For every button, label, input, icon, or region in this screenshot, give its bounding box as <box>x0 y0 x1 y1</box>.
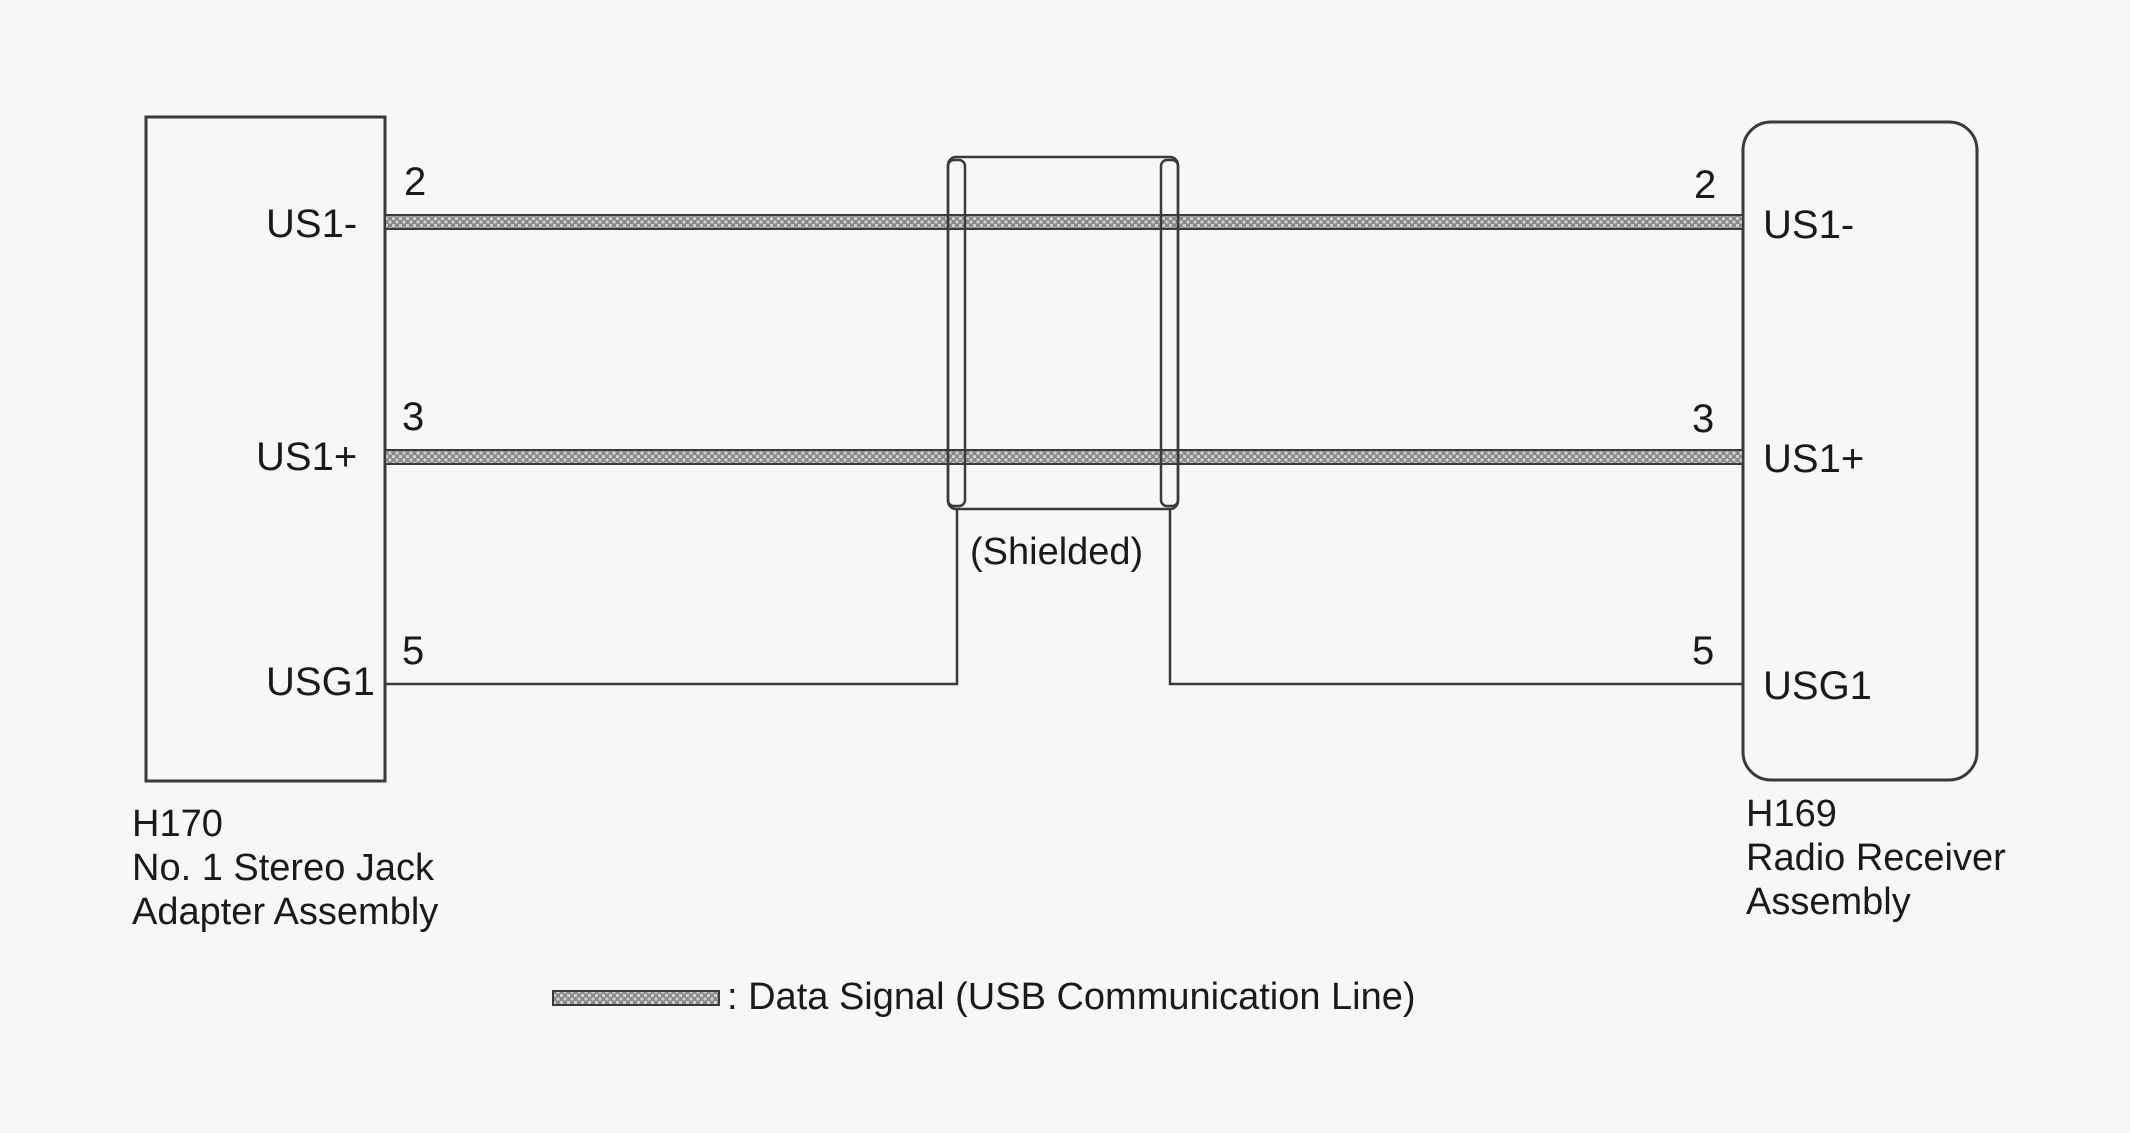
left-connector-name-line2: Adapter Assembly <box>132 891 439 933</box>
legend-swatch <box>552 990 720 1006</box>
right-pin-number-2: 2 <box>1694 163 1717 207</box>
right-signal-us1-minus: US1- <box>1763 203 1855 247</box>
right-connector-code: H169 <box>1746 793 1837 835</box>
wire-us1-plus <box>384 449 1744 465</box>
left-pin-number-3: 3 <box>402 395 425 439</box>
right-signal-us1-plus: US1+ <box>1763 437 1865 481</box>
left-pin-number-2: 2 <box>404 160 427 204</box>
right-pin-number-5: 5 <box>1692 629 1715 673</box>
shield-label: (Shielded) <box>970 531 1144 573</box>
left-connector-name-line1: No. 1 Stereo Jack <box>132 847 435 889</box>
wire-us1-minus <box>384 214 1744 230</box>
left-signal-us1-minus: US1- <box>266 202 358 246</box>
right-connector-name-line2: Assembly <box>1746 881 1911 923</box>
right-pin-number-3: 3 <box>1692 397 1715 441</box>
right-connector-name-line1: Radio Receiver <box>1746 837 2006 879</box>
left-signal-usg1: USG1 <box>266 660 375 704</box>
shield-enclosure <box>946 155 1180 511</box>
left-pin-number-5: 5 <box>402 629 425 673</box>
wire-usg1 <box>385 509 1743 686</box>
legend-text: : Data Signal (USB Communication Line) <box>727 976 1416 1018</box>
left-connector-code: H170 <box>132 803 223 845</box>
right-signal-usg1: USG1 <box>1763 664 1872 708</box>
left-connector-caption: H170 No. 1 Stereo Jack Adapter Assembly <box>132 802 438 934</box>
right-connector-caption: H169 Radio Receiver Assembly <box>1746 792 2006 924</box>
left-signal-us1-plus: US1+ <box>256 435 358 479</box>
